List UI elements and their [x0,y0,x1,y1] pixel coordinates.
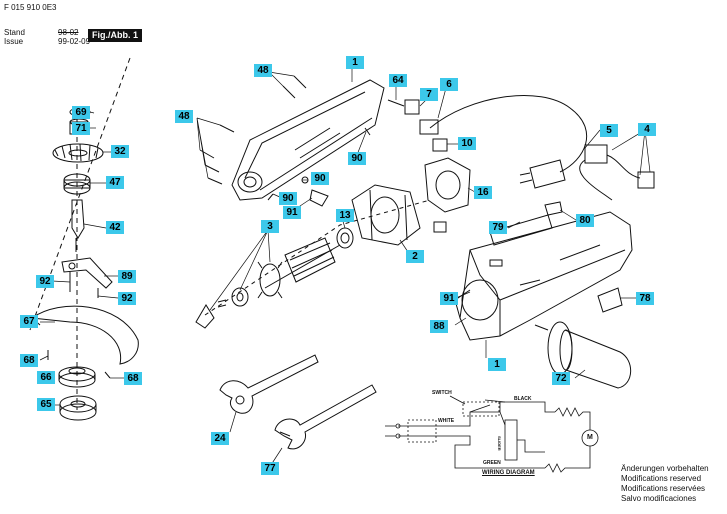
note-line: Modifications reservées [621,484,706,493]
part-label-5: 5 [600,124,618,137]
part-label-48: 48 [175,110,193,123]
wiring-switch-label: SWITCH [432,390,452,396]
part-label-10: 10 [458,137,476,150]
side-handle-drawing [534,321,632,389]
part-label-24: 24 [211,432,229,445]
part-label-68: 68 [20,354,38,367]
part-label-6: 6 [440,78,458,91]
part-label-88: 88 [430,320,448,333]
part-label-1: 1 [488,358,506,371]
part-label-67: 67 [20,315,38,328]
part-label-64: 64 [389,74,407,87]
part-label-2: 2 [406,250,424,263]
part-label-90: 90 [348,152,366,165]
two-pin-spanner-drawing [274,384,377,450]
part-label-80: 80 [576,214,594,227]
part-label-47: 47 [106,176,124,189]
part-label-90: 90 [279,192,297,205]
stand-label: Stand [4,28,25,37]
part-label-92: 92 [36,275,54,288]
part-label-66: 66 [37,371,55,384]
wiring-diagram [385,395,599,473]
issue-label: Issue [4,37,24,46]
part-label-7: 7 [420,88,438,101]
part-label-32: 32 [111,145,129,158]
part-label-79: 79 [489,221,507,234]
note-line: Änderungen vorbehalten [621,464,709,473]
note-line: Salvo modificaciones [621,494,697,503]
issue-value: 99-02-09 [58,37,91,46]
part-label-65: 65 [37,398,55,411]
assembled-grinder-drawing [454,201,633,341]
armature-drawing [257,237,341,299]
stand-value: 98-02 [58,28,79,37]
wiring-green-label: GREEN [483,460,501,466]
part-label-69: 69 [72,106,90,119]
wiring-slider-label: SLIDER [497,436,502,451]
part-label-77: 77 [261,462,279,475]
modification-notes: Änderungen vorbehalten Modifications res… [621,464,709,504]
part-label-1: 1 [346,56,364,69]
figure-label: Fig./Abb. 1 [88,29,142,42]
part-label-92: 92 [118,292,136,305]
part-label-72: 72 [552,372,570,385]
motor-symbol: M [587,434,593,441]
part-label-89: 89 [118,270,136,283]
part-label-3: 3 [261,220,279,233]
part-label-78: 78 [636,292,654,305]
part-label-91: 91 [283,206,301,219]
note-line: Modifications reserved [621,474,702,483]
part-label-16: 16 [474,186,492,199]
part-label-90: 90 [311,172,329,185]
part-label-91: 91 [440,292,458,305]
wiring-black-label: BLACK [514,396,532,402]
wiring-white-label: WHITE [438,418,455,424]
part-label-71: 71 [72,122,90,135]
document-number: F 015 910 0E3 [4,3,57,12]
wiring-diagram-title: WIRING DIAGRAM [482,470,535,476]
pin-wrench-drawing [219,354,319,414]
part-label-68: 68 [124,372,142,385]
gear-housing-drawing [231,79,385,201]
part-label-13: 13 [336,209,354,222]
part-label-42: 42 [106,221,124,234]
part-label-48: 48 [254,64,272,77]
part-label-4: 4 [638,123,656,136]
